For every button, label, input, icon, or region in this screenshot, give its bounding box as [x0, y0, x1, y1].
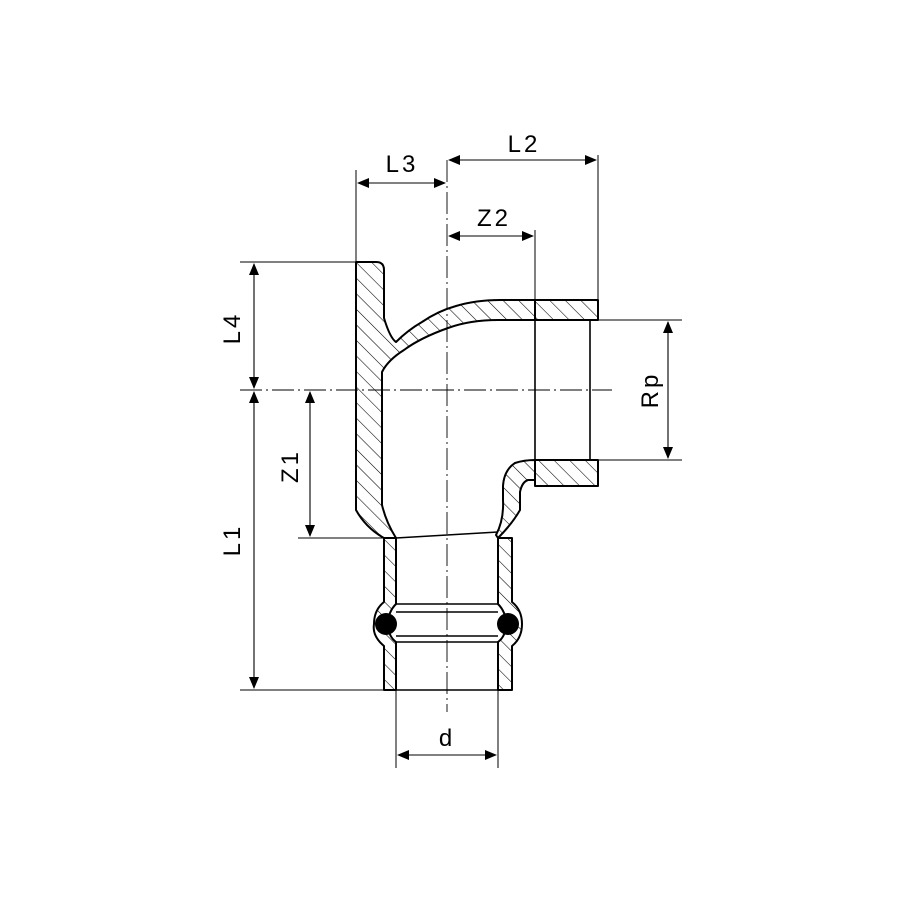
label-l4: L4 [219, 312, 246, 345]
dimension-lines [249, 155, 673, 760]
label-l2: L2 [508, 131, 541, 158]
o-ring-left [375, 613, 397, 635]
label-l1: L1 [219, 524, 246, 557]
o-ring-right [497, 613, 519, 635]
inner-lines [384, 320, 591, 691]
label-z1: Z1 [277, 449, 304, 483]
label-z2: Z2 [477, 205, 511, 232]
outlet-bottom-wall [534, 459, 599, 487]
outlet-top-wall [534, 299, 599, 321]
label-d: d [439, 725, 455, 752]
extension-lines [240, 155, 682, 768]
right-wall-section [495, 459, 536, 539]
label-rp: Rp [637, 372, 664, 409]
dimension-labels: L3 L2 Z2 L4 L1 Z1 Rp d [219, 131, 664, 752]
label-l3: L3 [386, 151, 419, 178]
